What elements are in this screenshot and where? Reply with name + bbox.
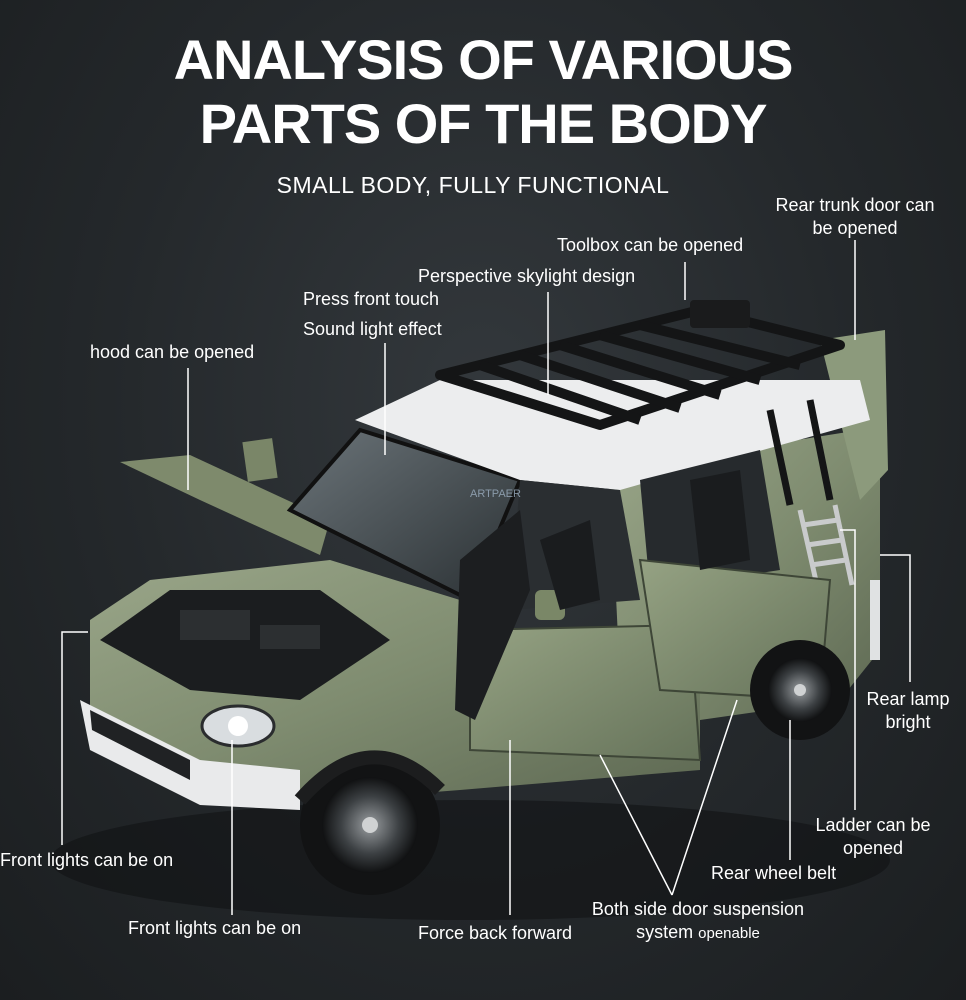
toolbox xyxy=(690,300,750,328)
callout-ladder: Ladder can be opened xyxy=(815,815,931,858)
roof xyxy=(355,380,870,490)
callout-door-suspension: Both side door suspension system openabl… xyxy=(591,899,805,942)
roof-rack xyxy=(435,305,845,430)
rear-wheel xyxy=(750,640,850,740)
page-title-line1: ANALYSIS OF VARIOUS xyxy=(173,28,794,91)
page-title-line2: PARTS OF THE BODY xyxy=(199,92,768,155)
page-subtitle: SMALL BODY, FULLY FUNCTIONAL xyxy=(276,172,670,198)
front-wheel xyxy=(300,755,440,895)
callout-rear-wheel: Rear wheel belt xyxy=(711,863,837,883)
callout-rear-trunk: Rear trunk door can be opened xyxy=(775,195,935,238)
rear-lamp xyxy=(870,580,880,660)
callout-press-front: Press front touch xyxy=(303,289,440,309)
callout-front-lights-left: Front lights can be on xyxy=(0,850,174,870)
seat xyxy=(540,520,600,610)
front-grille xyxy=(90,710,190,780)
callout-rear-lamp: Rear lamp bright xyxy=(866,689,950,732)
car-shadow xyxy=(50,800,890,920)
callout-hood: hood can be opened xyxy=(90,342,255,362)
callout-sound-light: Sound light effect xyxy=(303,319,442,339)
front-bumper xyxy=(80,700,300,810)
callout-front-lights-bottom: Front lights can be on xyxy=(128,918,302,938)
engine-bay xyxy=(100,590,390,700)
watermark: ARTPAER xyxy=(470,488,521,500)
callout-leader-lines xyxy=(61,240,911,915)
callout-force-back: Force back forward xyxy=(418,923,573,943)
ladder xyxy=(797,504,855,591)
open-hood xyxy=(120,455,330,555)
callout-toolbox: Toolbox can be opened xyxy=(557,235,744,255)
callout-skylight: Perspective skylight design xyxy=(418,266,636,286)
